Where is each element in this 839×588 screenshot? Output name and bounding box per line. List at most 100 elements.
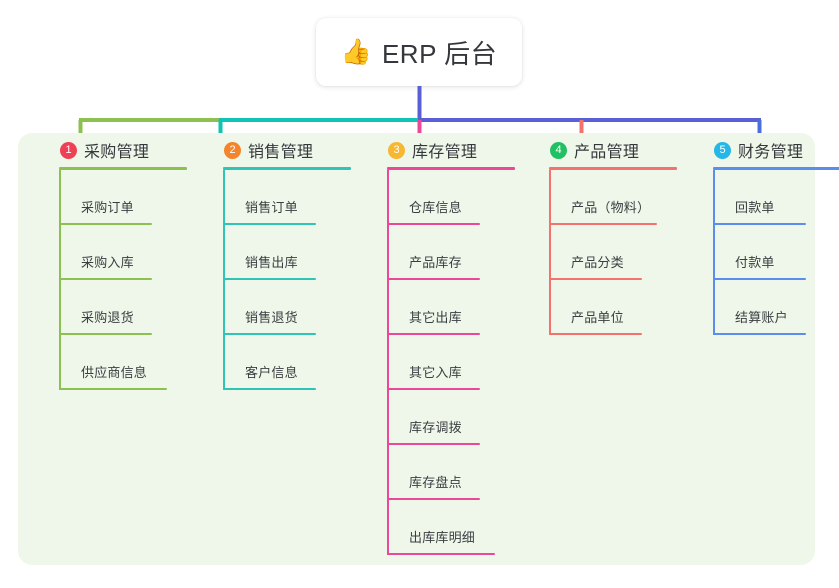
list-item-label: 产品分类 [571, 255, 624, 270]
root-title: ERP 后台 [381, 38, 498, 69]
column-badge-3: 3 [388, 141, 405, 159]
list-item-underline [387, 553, 495, 555]
column-badge-4: 4 [550, 141, 567, 159]
list-item-underline [223, 278, 316, 280]
list-item-label: 客户信息 [245, 365, 298, 380]
column-underline-4 [549, 167, 677, 170]
column-spine-2 [223, 170, 225, 390]
list-item-underline [387, 278, 480, 280]
list-item-underline [59, 388, 167, 390]
list-item-underline [223, 223, 316, 225]
list-item[interactable]: 销售退货 [223, 280, 369, 335]
list-item-underline [549, 223, 657, 225]
list-item-label: 回款单 [735, 200, 775, 215]
column-badge-2: 2 [224, 141, 241, 159]
list-item[interactable]: 采购订单 [59, 170, 205, 225]
list-item-label: 销售退货 [245, 310, 298, 325]
list-item[interactable]: 产品分类 [549, 225, 695, 280]
list-item-underline [59, 333, 152, 335]
column-2: 2 销售管理销售订单销售出库销售退货客户信息 [204, 133, 369, 390]
list-item-underline [223, 333, 316, 335]
list-item-label: 仓库信息 [409, 200, 462, 215]
list-item-underline [549, 333, 642, 335]
list-item-label: 销售出库 [245, 255, 298, 270]
column-title-5: 财务管理 [738, 144, 804, 161]
list-item-underline [387, 443, 480, 445]
list-item[interactable]: 采购入库 [59, 225, 205, 280]
list-item[interactable]: 库存盘点 [387, 445, 533, 500]
list-item-label: 库存调拨 [409, 420, 462, 435]
column-header-4[interactable]: 4 产品管理 [530, 133, 695, 167]
list-item-underline [713, 333, 806, 335]
column-items-1: 采购订单采购入库采购退货供应商信息 [59, 170, 205, 390]
column-items-4: 产品（物料） 产品分类产品单位 [549, 170, 695, 335]
list-item-label: 产品单位 [571, 310, 624, 325]
list-item[interactable]: 产品单位 [549, 280, 695, 335]
list-item-label: 付款单 [735, 255, 775, 270]
diagram-panel [18, 133, 815, 565]
column-underline-3 [387, 167, 515, 170]
list-item[interactable]: 其它入库 [387, 335, 533, 390]
list-item-underline [59, 278, 152, 280]
list-item-underline [387, 223, 480, 225]
column-spine-5 [713, 170, 715, 335]
list-item[interactable]: 仓库信息 [387, 170, 533, 225]
list-item-label: 供应商信息 [81, 365, 148, 380]
thumbs-up-icon: 👍 [340, 37, 372, 66]
list-item[interactable]: 产品库存 [387, 225, 533, 280]
list-item-underline [223, 388, 316, 390]
list-item[interactable]: 销售出库 [223, 225, 369, 280]
column-header-3[interactable]: 3 库存管理 [368, 133, 533, 167]
column-items-2: 销售订单销售出库销售退货客户信息 [223, 170, 369, 390]
list-item[interactable]: 其它出库 [387, 280, 533, 335]
list-item-label: 其它入库 [409, 365, 462, 380]
list-item[interactable]: 回款单 [713, 170, 839, 225]
list-item-label: 库存盘点 [409, 475, 462, 490]
list-item[interactable]: 库存调拨 [387, 390, 533, 445]
column-badge-5: 5 [714, 141, 731, 159]
list-item-underline [549, 278, 642, 280]
list-item[interactable]: 销售订单 [223, 170, 369, 225]
root-node[interactable]: 👍 ERP 后台 [316, 18, 522, 86]
column-title-1: 采购管理 [84, 144, 150, 161]
list-item-underline [387, 333, 480, 335]
column-5: 5 财务管理回款单付款单结算账户 [694, 133, 839, 335]
list-item-label: 采购订单 [81, 200, 134, 215]
list-item[interactable]: 付款单 [713, 225, 839, 280]
column-underline-5 [713, 167, 839, 170]
list-item-underline [713, 223, 806, 225]
list-item-label: 其它出库 [409, 310, 462, 325]
column-underline-1 [59, 167, 187, 170]
list-item-underline [387, 498, 480, 500]
list-item-underline [713, 278, 806, 280]
list-item[interactable]: 产品（物料） [549, 170, 695, 225]
list-item-label: 采购入库 [81, 255, 134, 270]
column-spine-4 [549, 170, 551, 335]
list-item[interactable]: 出库库明细 [387, 500, 533, 555]
list-item-label: 产品（物料） [571, 200, 651, 215]
list-item[interactable]: 供应商信息 [59, 335, 205, 390]
list-item-label: 采购退货 [81, 310, 134, 325]
column-title-3: 库存管理 [412, 144, 478, 161]
list-item[interactable]: 采购退货 [59, 280, 205, 335]
column-items-3: 仓库信息产品库存其它出库其它入库库存调拨库存盘点出库库明细 [387, 170, 533, 555]
column-spine-1 [59, 170, 61, 390]
list-item-underline [59, 223, 152, 225]
list-item-label: 结算账户 [735, 310, 788, 325]
list-item-label: 产品库存 [409, 255, 462, 270]
list-item-underline [387, 388, 480, 390]
column-underline-2 [223, 167, 351, 170]
column-title-4: 产品管理 [574, 144, 640, 161]
list-item[interactable]: 结算账户 [713, 280, 839, 335]
column-header-2[interactable]: 2 销售管理 [204, 133, 369, 167]
list-item[interactable]: 客户信息 [223, 335, 369, 390]
column-spine-3 [387, 170, 389, 555]
list-item-label: 销售订单 [245, 200, 298, 215]
column-items-5: 回款单付款单结算账户 [713, 170, 839, 335]
list-item-label: 出库库明细 [409, 530, 476, 545]
column-header-5[interactable]: 5 财务管理 [694, 133, 839, 167]
column-title-2: 销售管理 [248, 144, 314, 161]
